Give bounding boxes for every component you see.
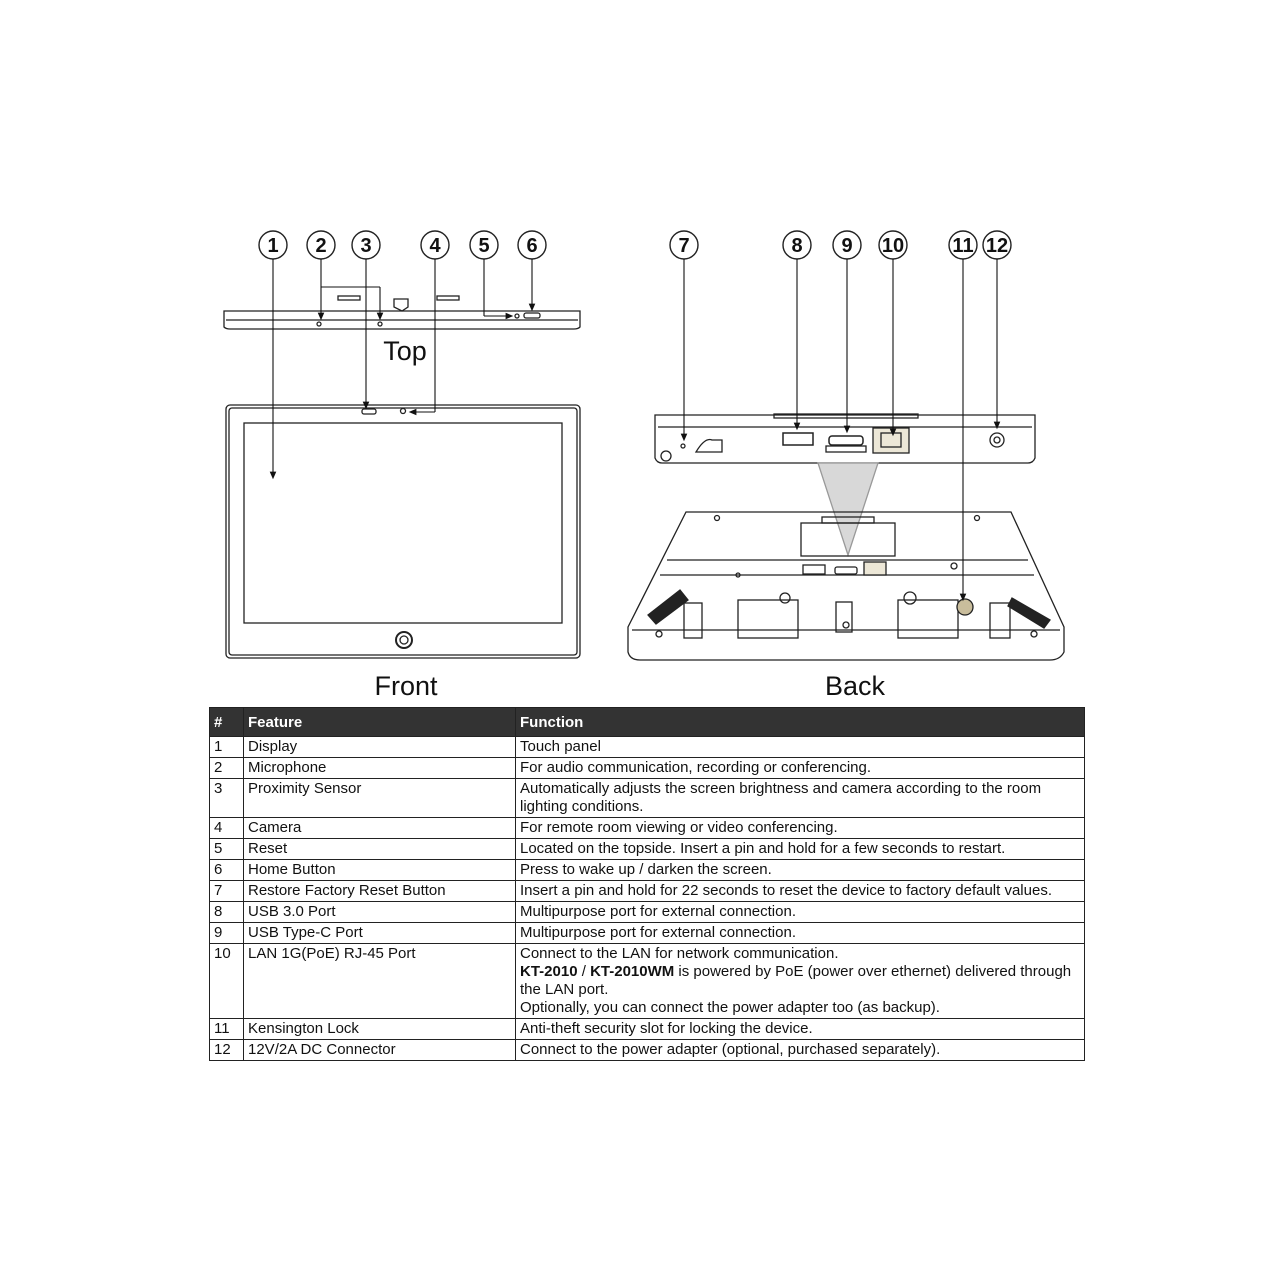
front-view-label: Front bbox=[374, 671, 438, 701]
row-feature: Display bbox=[243, 736, 516, 758]
callout-label: 11 bbox=[952, 235, 973, 257]
row-feature: Kensington Lock bbox=[243, 1018, 516, 1040]
function-line: KT-2010 / KT-2010WM is powered by PoE (p… bbox=[520, 963, 1080, 999]
row-feature: Proximity Sensor bbox=[243, 778, 516, 818]
function-line: Connect to the LAN for network communica… bbox=[520, 945, 839, 962]
table-row: 10 LAN 1G(PoE) RJ-45 Port Connect to the… bbox=[209, 943, 1085, 1019]
row-number: 10 bbox=[209, 943, 244, 1019]
row-number: 4 bbox=[209, 817, 244, 839]
row-feature: USB Type-C Port bbox=[243, 922, 516, 944]
column-header-feature: Feature bbox=[243, 707, 516, 737]
back-port-strip bbox=[654, 413, 1036, 464]
callout-label: 1 bbox=[267, 235, 278, 257]
row-function: Insert a pin and hold for 22 seconds to … bbox=[515, 880, 1085, 902]
row-function: Multipurpose port for external connectio… bbox=[515, 901, 1085, 923]
row-feature: Restore Factory Reset Button bbox=[243, 880, 516, 902]
row-function: Located on the topside. Insert a pin and… bbox=[515, 838, 1085, 860]
leader-lines bbox=[269, 259, 1001, 602]
row-number: 12 bbox=[209, 1039, 244, 1061]
row-feature: Reset bbox=[243, 838, 516, 860]
row-function: Connect to the power adapter (optional, … bbox=[515, 1039, 1085, 1061]
model-name: KT-2010 bbox=[520, 963, 578, 980]
table-row: 6 Home Button Press to wake up / darken … bbox=[209, 859, 1085, 881]
row-number: 5 bbox=[209, 838, 244, 860]
table-row: 1 Display Touch panel bbox=[209, 736, 1085, 758]
row-feature: USB 3.0 Port bbox=[243, 901, 516, 923]
callout-numbers: 1 2 3 4 5 6 7 8 9 10 11 12 bbox=[267, 235, 1008, 257]
callout-label: 2 bbox=[315, 235, 326, 257]
function-line: Optionally, you can connect the power ad… bbox=[520, 999, 940, 1016]
row-number: 9 bbox=[209, 922, 244, 944]
callout-label: 4 bbox=[429, 235, 441, 257]
table-row: 4 Camera For remote room viewing or vide… bbox=[209, 817, 1085, 839]
callout-label: 3 bbox=[360, 235, 371, 257]
row-number: 6 bbox=[209, 859, 244, 881]
row-number: 1 bbox=[209, 736, 244, 758]
back-view-device bbox=[627, 462, 1065, 661]
row-number: 7 bbox=[209, 880, 244, 902]
top-view-label: Top bbox=[383, 336, 427, 366]
device-diagram: 1 2 3 4 5 6 7 8 9 10 11 12 bbox=[223, 230, 1065, 661]
column-header-function: Function bbox=[515, 707, 1085, 737]
row-feature: 12V/2A DC Connector bbox=[243, 1039, 516, 1061]
table-row: 12 12V/2A DC Connector Connect to the po… bbox=[209, 1039, 1085, 1061]
table-row: 5 Reset Located on the topside. Insert a… bbox=[209, 838, 1085, 860]
table-row: 3 Proximity Sensor Automatically adjusts… bbox=[209, 778, 1085, 818]
callout-label: 6 bbox=[526, 235, 537, 257]
callouts bbox=[258, 230, 1012, 260]
column-header-number: # bbox=[209, 707, 244, 737]
model-name: KT-2010WM bbox=[590, 963, 675, 980]
row-function: For remote room viewing or video confere… bbox=[515, 817, 1085, 839]
feature-table: # Feature Function 1 Display Touch panel… bbox=[209, 707, 1085, 1061]
callout-label: 7 bbox=[678, 235, 689, 257]
callout-label: 5 bbox=[478, 235, 489, 257]
row-feature: LAN 1G(PoE) RJ-45 Port bbox=[243, 943, 516, 1019]
back-view-label: Back bbox=[824, 671, 886, 701]
model-separator: / bbox=[577, 963, 591, 980]
table-row: 8 USB 3.0 Port Multipurpose port for ext… bbox=[209, 901, 1085, 923]
row-function: For audio communication, recording or co… bbox=[515, 757, 1085, 779]
callout-label: 9 bbox=[841, 235, 852, 257]
row-number: 11 bbox=[209, 1018, 244, 1040]
table-row: 11 Kensington Lock Anti-theft security s… bbox=[209, 1018, 1085, 1040]
table-row: 2 Microphone For audio communication, re… bbox=[209, 757, 1085, 779]
table-row: 9 USB Type-C Port Multipurpose port for … bbox=[209, 922, 1085, 944]
row-function: Automatically adjusts the screen brightn… bbox=[515, 778, 1085, 818]
top-view-device bbox=[223, 295, 581, 330]
front-view-device bbox=[225, 404, 581, 659]
callout-label: 10 bbox=[882, 235, 904, 257]
row-number: 2 bbox=[209, 757, 244, 779]
row-feature: Home Button bbox=[243, 859, 516, 881]
table-row: 7 Restore Factory Reset Button Insert a … bbox=[209, 880, 1085, 902]
row-feature: Camera bbox=[243, 817, 516, 839]
row-function: Touch panel bbox=[515, 736, 1085, 758]
table-header-row: # Feature Function bbox=[209, 707, 1085, 737]
row-function: Connect to the LAN for network communica… bbox=[515, 943, 1085, 1019]
row-function: Anti-theft security slot for locking the… bbox=[515, 1018, 1085, 1040]
function-text: is powered by PoE (power over ethernet) … bbox=[520, 963, 1072, 998]
callout-label: 8 bbox=[791, 235, 802, 257]
callout-label: 12 bbox=[986, 235, 1008, 257]
row-feature: Microphone bbox=[243, 757, 516, 779]
row-function: Press to wake up / darken the screen. bbox=[515, 859, 1085, 881]
row-function: Multipurpose port for external connectio… bbox=[515, 922, 1085, 944]
row-number: 3 bbox=[209, 778, 244, 818]
row-number: 8 bbox=[209, 901, 244, 923]
